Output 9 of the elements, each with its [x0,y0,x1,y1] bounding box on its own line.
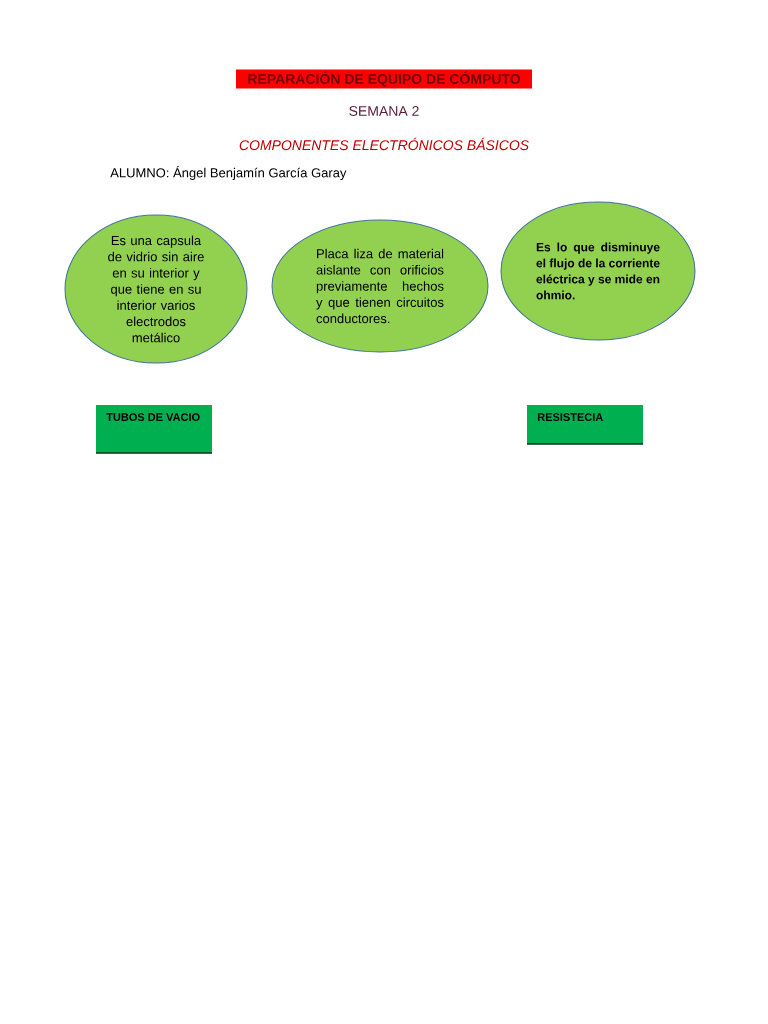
ellipse-node: Es lo que disminuye el flujo de la corriente eléctrica y se mide en ohmio. [500,201,696,341]
label-box: RESISTECIA [526,405,644,445]
student-name: ALUMNO: Ángel Benjamín García Garay [110,166,347,180]
ellipse-node: Es una capsula de vidrio sin aire en su interior y que tiene en su interior varios electrodos metálico [64,214,248,364]
subtitle: SEMANA 2 [349,106,419,116]
subtitle: COMPONENTES ELECTRÓNICOS BÁSICOS [239,137,529,151]
title-banner: REPARACIÓN DE EQUIPO DE CÓMPUTO [236,69,532,89]
ellipse-node: Placa liza de material aislante con orificios previamente hechos y que tienen circuitos conductores. [271,219,489,353]
label-box: TUBOS DE VACIO [95,405,213,454]
